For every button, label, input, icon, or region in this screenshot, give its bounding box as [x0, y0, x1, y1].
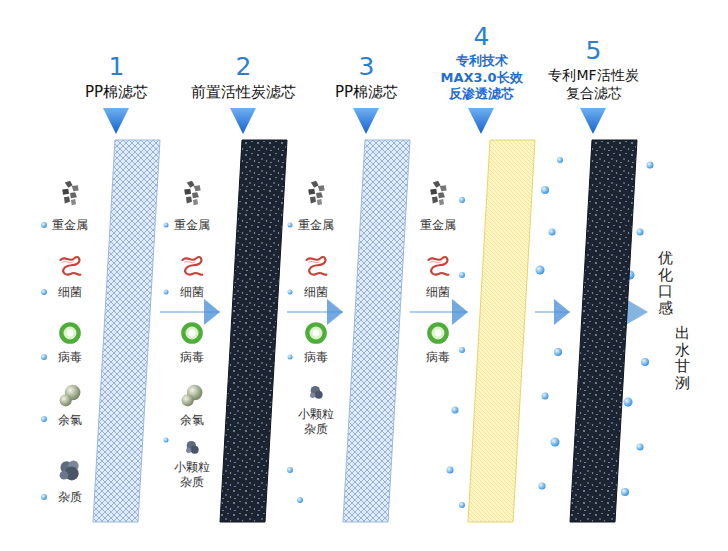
- filter-panel: [343, 140, 410, 522]
- step-number: 3: [335, 51, 398, 84]
- water-drop: [459, 197, 465, 203]
- output-note: 出水甘洌: [675, 325, 690, 391]
- water-drop: [621, 488, 629, 496]
- filter-panel: [468, 140, 535, 522]
- water-drop: [41, 494, 47, 500]
- filter-cartridge: 3PP棉滤芯: [343, 140, 410, 522]
- contaminant-label: 细菌: [180, 285, 204, 300]
- water-drop: [536, 266, 545, 275]
- contaminant-label: 小颗粒杂质: [296, 407, 336, 437]
- contaminant-label: 重金属: [174, 218, 210, 233]
- contaminant-label: 小颗粒杂质: [172, 460, 212, 490]
- water-drop: [41, 222, 47, 228]
- water-drop: [41, 416, 47, 422]
- filter-cartridge: 2前置活性炭滤芯: [220, 140, 287, 522]
- filter-panel: [570, 140, 637, 522]
- water-drop: [459, 272, 465, 278]
- filter-name: PP棉滤芯: [335, 83, 398, 102]
- contaminant-label: 细菌: [58, 285, 82, 300]
- filter-heading: 2前置活性炭滤芯: [191, 51, 296, 102]
- flow-arrow: [287, 311, 343, 313]
- filter-panel: [220, 140, 287, 522]
- filter-panel-shape: [468, 140, 535, 522]
- filter-panel-shape: [93, 140, 160, 522]
- contaminant-label: 病毒: [58, 350, 82, 365]
- water-drop: [288, 355, 293, 360]
- step-number: 2: [191, 51, 296, 84]
- water-drop: [297, 497, 303, 503]
- step-number: 5: [542, 35, 646, 68]
- water-drop: [459, 347, 465, 353]
- filter-name: 前置活性炭滤芯: [191, 83, 296, 102]
- water-drop: [41, 289, 47, 295]
- filter-name: 专利技术 MAX3.0长效 反渗透滤芯: [436, 53, 528, 102]
- water-drop: [557, 157, 563, 163]
- filter-panel: [93, 140, 160, 522]
- water-drop: [542, 393, 549, 400]
- filter-heading: 5专利MF活性炭 复合滤芯: [542, 35, 646, 103]
- water-drop: [288, 223, 293, 228]
- water-drop: [539, 483, 546, 490]
- water-drop: [164, 223, 169, 228]
- water-drop: [637, 229, 644, 236]
- contaminant-label: 病毒: [304, 350, 328, 365]
- filter-cartridge: 1PP棉滤芯: [93, 140, 160, 522]
- water-drop: [549, 229, 556, 236]
- filter-heading: 4专利技术 MAX3.0长效 反渗透滤芯: [436, 21, 528, 102]
- contaminant-label: 细菌: [304, 285, 328, 300]
- contaminant-label: 重金属: [420, 218, 456, 233]
- flow-arrow: [160, 311, 220, 313]
- filter-name: PP棉滤芯: [85, 83, 148, 102]
- contaminant-label: 病毒: [180, 350, 204, 365]
- water-drop: [647, 162, 654, 169]
- flow-arrow: [410, 311, 468, 313]
- water-drop: [641, 358, 649, 366]
- water-drop: [287, 467, 293, 473]
- filter-panel-shape: [220, 140, 287, 522]
- flow-arrow: [535, 311, 570, 313]
- contaminant-label: 细菌: [426, 285, 450, 300]
- step-number: 1: [85, 51, 148, 84]
- filter-cartridge: 4专利技术 MAX3.0长效 反渗透滤芯: [468, 140, 535, 522]
- contaminant-label: 杂质: [58, 490, 82, 505]
- filter-heading: 3PP棉滤芯: [335, 51, 398, 102]
- water-drop: [554, 348, 562, 356]
- step-number: 4: [436, 21, 528, 54]
- contaminant-label: 余氯: [58, 413, 82, 428]
- filter-cartridge: 5专利MF活性炭 复合滤芯: [570, 140, 637, 522]
- water-drop: [637, 444, 644, 451]
- water-drop: [447, 467, 454, 474]
- filter-panel-shape: [343, 140, 410, 522]
- contaminant-label: 病毒: [426, 350, 450, 365]
- filter-name: 专利MF活性炭 复合滤芯: [542, 67, 646, 102]
- filter-panel-shape: [570, 140, 637, 522]
- contaminant-label: 余氯: [180, 413, 204, 428]
- water-drop: [452, 407, 459, 414]
- output-note: 优化口感: [658, 250, 673, 316]
- water-drop: [541, 186, 549, 194]
- contaminant-label: 重金属: [298, 218, 334, 233]
- water-drop: [164, 438, 169, 443]
- water-drop: [624, 398, 633, 407]
- water-drop: [459, 502, 465, 508]
- water-drop: [551, 438, 560, 447]
- water-drop: [288, 290, 293, 295]
- water-drop: [41, 354, 47, 360]
- water-drop: [164, 290, 169, 295]
- contaminant-label: 重金属: [52, 218, 88, 233]
- filter-heading: 1PP棉滤芯: [85, 51, 148, 102]
